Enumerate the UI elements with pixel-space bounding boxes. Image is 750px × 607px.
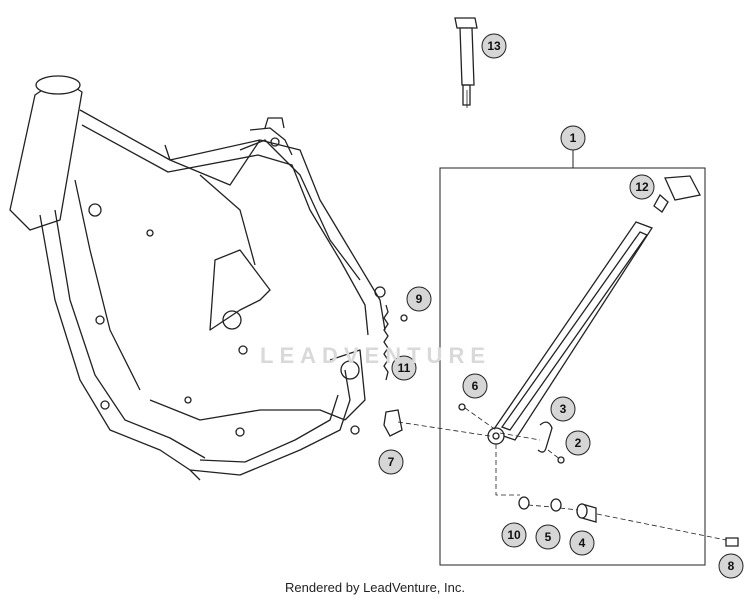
footer-credit: Rendered by LeadVenture, Inc. bbox=[285, 580, 465, 595]
svg-text:8: 8 bbox=[728, 559, 735, 573]
frame-drawing bbox=[9, 75, 386, 481]
guide-lines bbox=[397, 90, 727, 541]
svg-text:4: 4 bbox=[579, 536, 586, 550]
svg-text:7: 7 bbox=[388, 455, 395, 469]
callout-10: 10 bbox=[501, 522, 527, 548]
callout-4: 4 bbox=[569, 530, 595, 556]
svg-text:9: 9 bbox=[416, 292, 423, 306]
callout-2: 2 bbox=[565, 430, 591, 456]
callouts: 13 1 12 9 11 6 3 2 bbox=[378, 33, 744, 579]
callout-12: 12 bbox=[629, 174, 655, 200]
callout-5: 5 bbox=[535, 524, 561, 550]
callout-7: 7 bbox=[378, 449, 404, 475]
svg-text:5: 5 bbox=[545, 530, 552, 544]
svg-text:6: 6 bbox=[472, 379, 479, 393]
callout-3: 3 bbox=[550, 396, 576, 422]
callout-11: 11 bbox=[391, 355, 417, 381]
svg-text:2: 2 bbox=[575, 436, 582, 450]
svg-text:12: 12 bbox=[635, 180, 649, 194]
callout-13: 13 bbox=[481, 33, 507, 59]
svg-text:3: 3 bbox=[560, 402, 567, 416]
watermark: LEADVENTURE bbox=[260, 343, 492, 368]
callout-6: 6 bbox=[462, 373, 488, 399]
callout-8: 8 bbox=[718, 553, 744, 579]
svg-text:1: 1 bbox=[570, 131, 577, 145]
svg-text:11: 11 bbox=[398, 361, 411, 375]
svg-text:10: 10 bbox=[507, 528, 521, 542]
callout-9: 9 bbox=[406, 286, 432, 312]
callout-1: 1 bbox=[560, 125, 586, 151]
side-stand-drawing bbox=[383, 17, 739, 566]
svg-text:13: 13 bbox=[487, 39, 501, 53]
